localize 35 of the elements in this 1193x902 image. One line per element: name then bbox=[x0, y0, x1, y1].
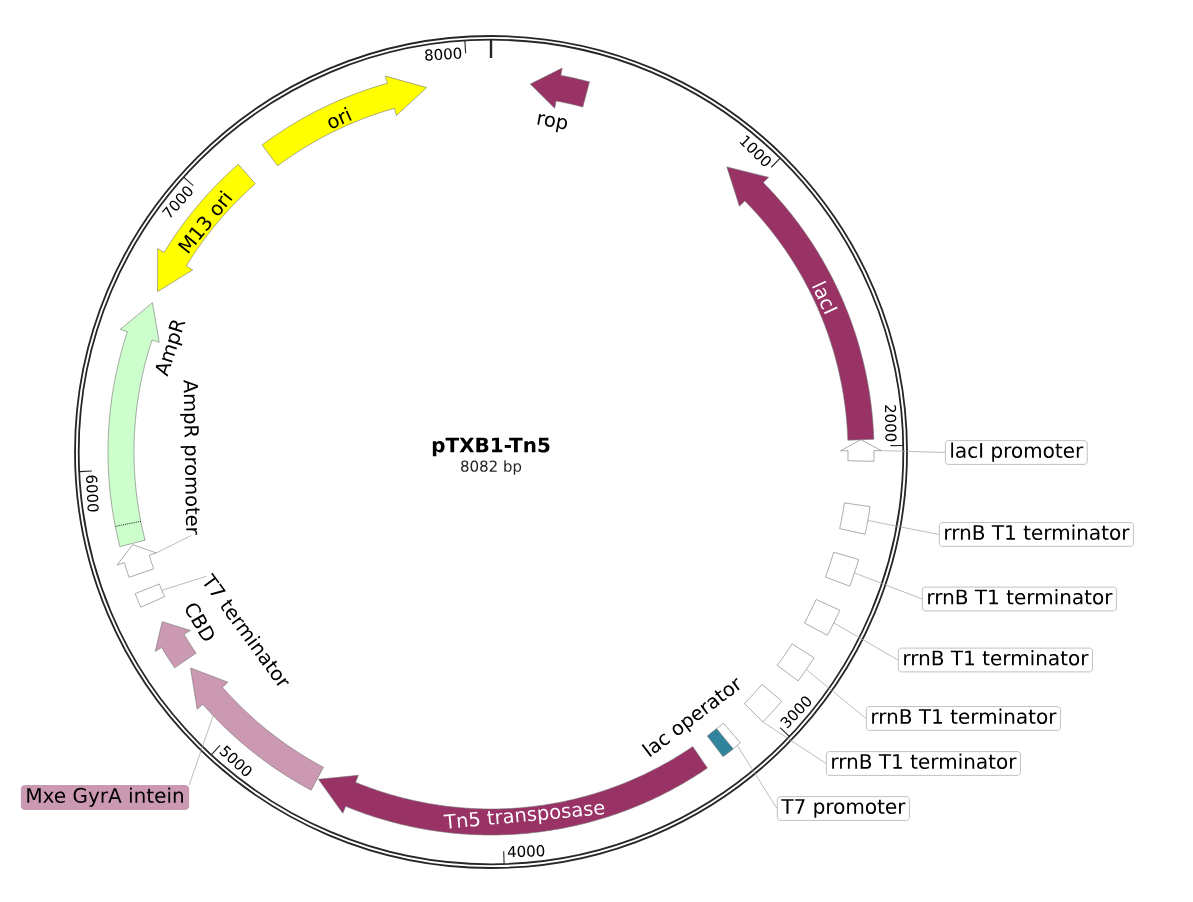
feature-box bbox=[804, 599, 841, 636]
feature-box bbox=[776, 643, 815, 682]
tick-label: 8000 bbox=[425, 47, 462, 61]
caption: 8082 bp bbox=[461, 460, 522, 475]
leader-line bbox=[867, 520, 940, 535]
leader-line bbox=[156, 535, 192, 554]
label-box: rrnB T1 terminator bbox=[826, 751, 1021, 776]
feature-label: AmpR promoter bbox=[180, 380, 200, 535]
label-box: Mxe GyrA intein bbox=[21, 785, 190, 810]
leader-line bbox=[881, 450, 946, 453]
label-box: rrnB T1 terminator bbox=[898, 647, 1093, 673]
leader-line bbox=[854, 572, 923, 600]
leader-line bbox=[762, 721, 827, 764]
tick-label: 6000 bbox=[86, 475, 99, 512]
feature-segment: ori bbox=[261, 75, 428, 167]
leader-line bbox=[188, 715, 214, 786]
leader-line bbox=[833, 622, 899, 661]
label-box: T7 promoter bbox=[777, 796, 910, 821]
feature-segment bbox=[840, 439, 882, 462]
feature-segment bbox=[116, 544, 157, 578]
label-box: rrnB T1 terminator bbox=[866, 706, 1061, 731]
feature-box bbox=[825, 551, 859, 587]
title: pTXB1-Tn5 bbox=[432, 437, 550, 457]
feature-label: rop bbox=[537, 113, 568, 133]
label-box: rrnB T1 terminator bbox=[939, 522, 1134, 547]
feature-box bbox=[839, 502, 871, 535]
leader-line bbox=[805, 669, 867, 719]
feature-label: AmpR bbox=[155, 320, 186, 377]
feature-box bbox=[134, 583, 165, 608]
feature-segment: lacI bbox=[726, 166, 875, 441]
label-box: rrnB T1 terminator bbox=[922, 586, 1117, 612]
label-box: lacI promoter bbox=[945, 440, 1088, 465]
leader-line bbox=[161, 575, 207, 591]
leader-line bbox=[736, 745, 778, 809]
tick-label: 2000 bbox=[884, 405, 897, 442]
